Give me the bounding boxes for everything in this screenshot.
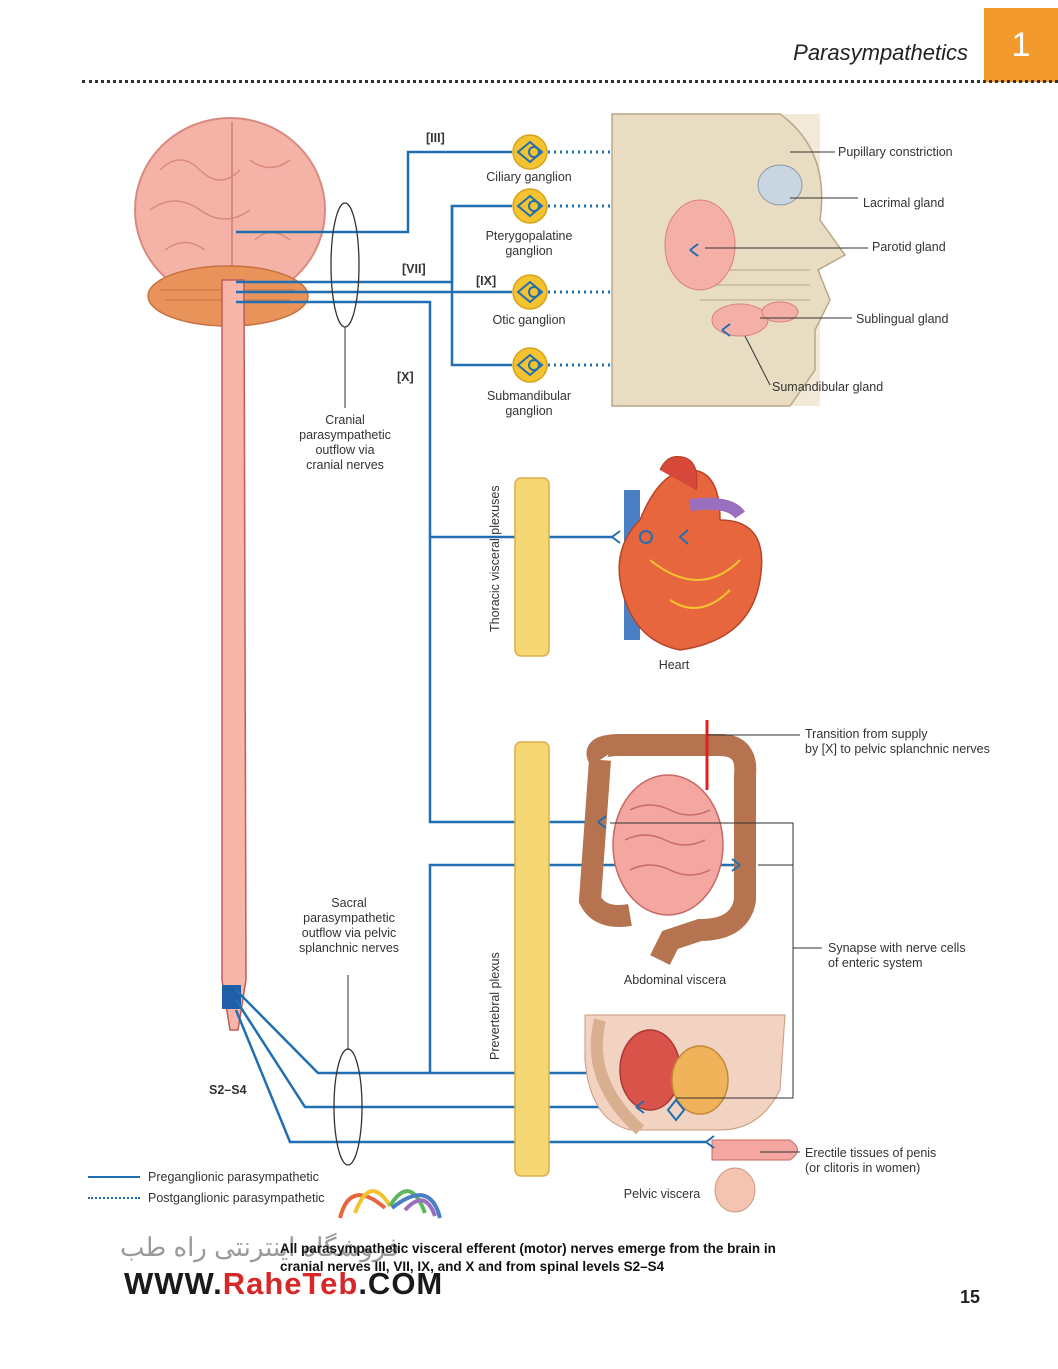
label-sumandibular-gland: Sumandibular gland <box>772 380 884 394</box>
label-erectile-tissues: Erectile tissues of penis (or clitoris i… <box>805 1146 937 1175</box>
skull-illustration <box>611 113 847 407</box>
label-sublingual-gland: Sublingual gland <box>856 312 949 326</box>
cranial-outflow-bracket <box>330 202 360 408</box>
sacral-outflow-bracket <box>333 975 363 1166</box>
label-cranial-outflow: Cranial parasympathetic outflow via cran… <box>299 413 391 472</box>
label-cn-x: [X] <box>397 370 414 384</box>
label-synapse-enteric: Synapse with nerve cells of enteric syst… <box>828 941 966 970</box>
label-pelvic-viscera: Pelvic viscera <box>623 1187 701 1201</box>
legend-preganglionic: Preganglionic parasympathetic <box>88 1170 319 1184</box>
legend-postganglionic-label: Postganglionic parasympathetic <box>148 1191 325 1205</box>
label-s2-s4: S2–S4 <box>209 1083 247 1097</box>
legend-dotted-line <box>88 1197 140 1199</box>
label-transition: Transition from supply by [X] to pelvic … <box>805 727 990 756</box>
heart-illustration <box>611 455 763 651</box>
watermark-logo-icon <box>338 1189 442 1219</box>
ganglion-pterygopalatine <box>512 188 548 224</box>
label-heart: Heart <box>658 658 690 672</box>
legend-solid-line <box>88 1176 140 1178</box>
watermark-url-prefix: WWW. <box>124 1266 223 1301</box>
label-abdominal-viscera: Abdominal viscera <box>623 973 727 987</box>
spinal-cord <box>221 279 247 1031</box>
watermark-url: WWW.RaheTeb.COM <box>124 1266 443 1302</box>
pelvic-viscera-illustration <box>584 1014 798 1213</box>
legend-postganglionic: Postganglionic parasympathetic <box>88 1191 325 1205</box>
header-divider <box>82 80 1058 83</box>
chapter-number-badge: 1 <box>984 8 1058 82</box>
ganglion-otic <box>512 274 548 310</box>
label-cn-ix: [IX] <box>476 274 497 288</box>
label-otic-ganglion: Otic ganglion <box>492 313 566 327</box>
label-ciliary-ganglion: Ciliary ganglion <box>486 170 572 184</box>
label-sacral-outflow: Sacral parasympathetic outflow via pelvi… <box>298 896 400 955</box>
page-number: 15 <box>960 1287 981 1307</box>
page-header-title: Parasympathetics <box>793 40 968 65</box>
label-submandibular-ganglion: Submandibular ganglion <box>486 389 572 418</box>
watermark-url-name: RaheTeb <box>222 1266 359 1301</box>
prevertebral-plexus-bar <box>514 741 550 1177</box>
label-parotid-gland: Parotid gland <box>872 240 946 254</box>
legend-preganglionic-label: Preganglionic parasympathetic <box>148 1170 319 1184</box>
label-pupillary-constriction: Pupillary constriction <box>838 145 953 159</box>
ganglion-submandibular <box>512 347 548 383</box>
ganglion-ciliary <box>512 134 548 170</box>
label-lacrimal-gland: Lacrimal gland <box>863 196 945 210</box>
cranial-nerve-paths <box>236 150 612 824</box>
head-pointer-lines <box>705 151 868 386</box>
label-cn-vii: [VII] <box>402 262 426 276</box>
figure-caption: All parasympathetic visceral efferent (m… <box>280 1241 776 1274</box>
label-cn-iii: [III] <box>426 131 445 145</box>
abdominal-viscera-illustration <box>578 720 757 965</box>
lower-pointer-lines <box>610 734 822 1153</box>
thoracic-plexus-bar <box>514 477 550 657</box>
label-thoracic-plexuses: Thoracic visceral plexuses <box>488 485 502 632</box>
watermark-persian-text: فروشگاه اینترنتی راه طب <box>120 1232 400 1262</box>
watermark-url-suffix: .COM <box>358 1266 444 1301</box>
label-prevertebral-plexus: Prevertebral plexus <box>488 952 502 1060</box>
label-pterygopalatine-ganglion: Pterygopalatine ganglion <box>485 229 573 258</box>
